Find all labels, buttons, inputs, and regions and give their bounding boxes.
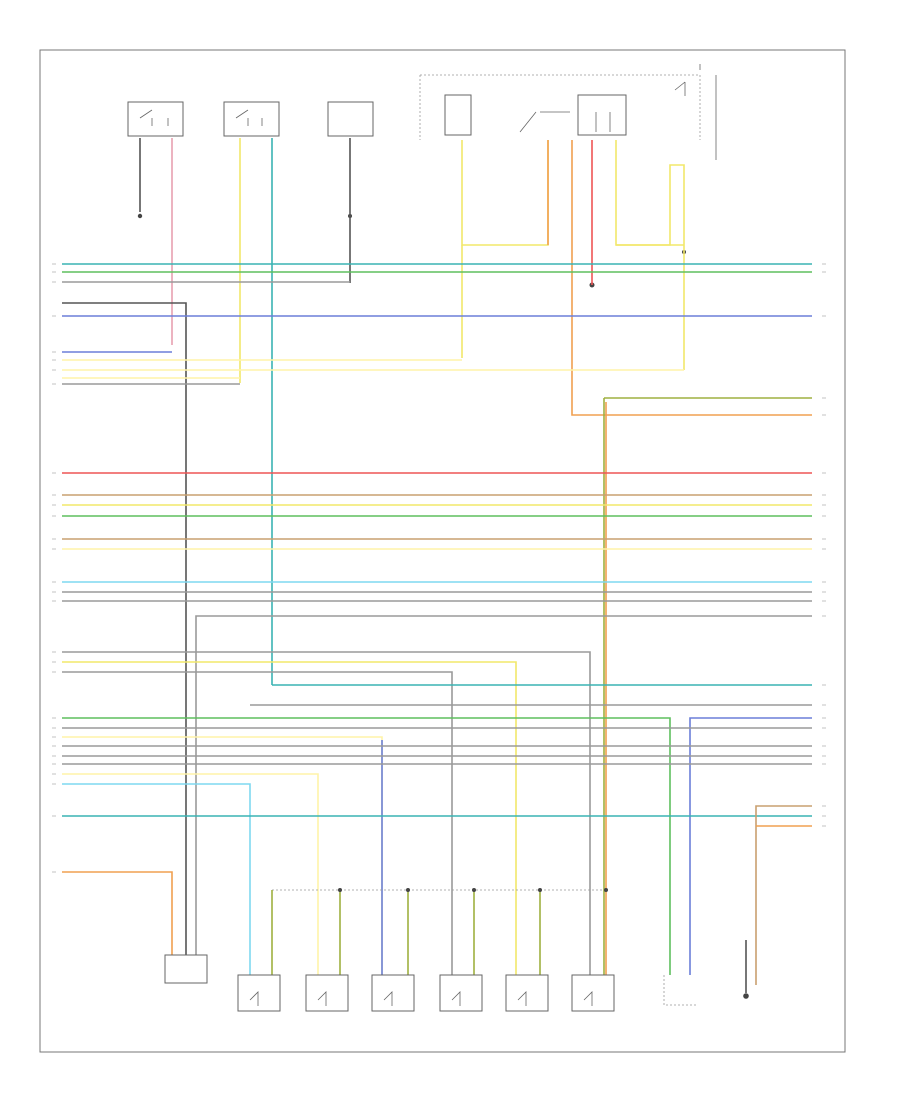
splice-point bbox=[604, 888, 608, 892]
splice-point bbox=[538, 888, 542, 892]
pin-ticks bbox=[52, 263, 826, 873]
fuel-injector-1 bbox=[237, 974, 281, 1012]
bottom-ground bbox=[743, 940, 749, 999]
injector-feed-bus bbox=[271, 888, 608, 975]
diagram-frame bbox=[39, 49, 846, 1053]
bus-lines bbox=[62, 263, 812, 985]
bottom-left-sensor bbox=[164, 954, 208, 984]
fuel-injector-5 bbox=[505, 974, 549, 1012]
vertical-wires-top bbox=[139, 138, 812, 685]
splice-point bbox=[472, 888, 476, 892]
fuel-injector-2 bbox=[305, 974, 349, 1012]
top-module-1 bbox=[327, 101, 374, 137]
fuel-injector-3 bbox=[371, 974, 415, 1012]
ground-symbol bbox=[137, 213, 143, 219]
splice-point bbox=[338, 888, 342, 892]
fuel-injector-4 bbox=[439, 974, 483, 1012]
top-relay-1 bbox=[127, 101, 184, 137]
top-relay-2 bbox=[223, 101, 280, 137]
bottom-right-sensor bbox=[663, 975, 696, 1006]
splice-point bbox=[406, 888, 410, 892]
fuel-injector-6 bbox=[571, 974, 615, 1012]
top-switch-group bbox=[419, 64, 717, 160]
